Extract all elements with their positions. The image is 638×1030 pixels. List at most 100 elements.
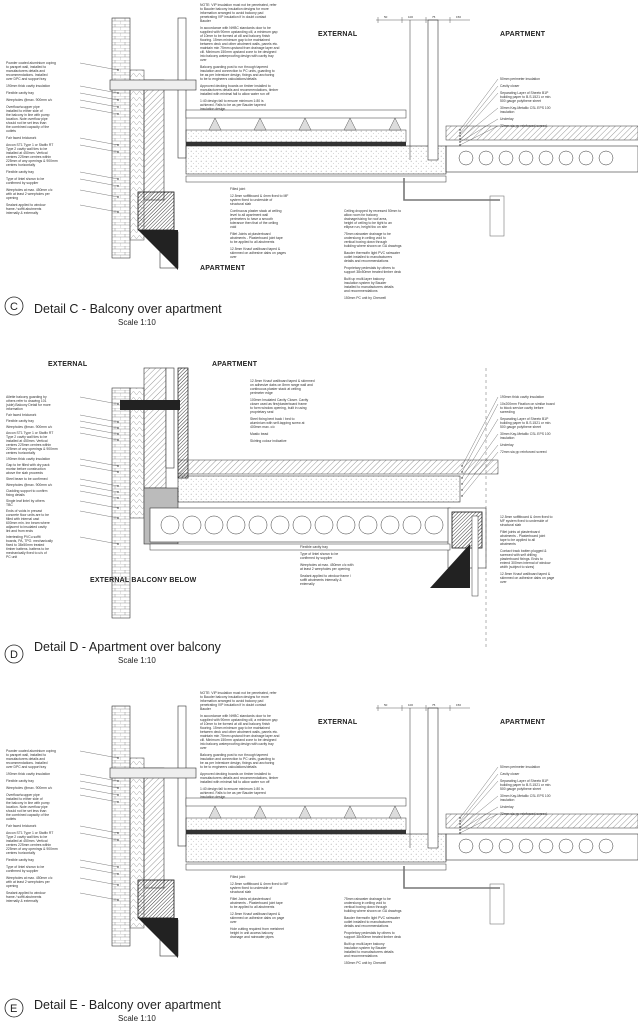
annotation-note: 12.5mm Knauf wallboard taped &skimmed on… [230,912,284,924]
leader-line [459,85,499,134]
leader-dot [117,69,119,71]
annotation-note: 50mm perimeter insulation [500,77,540,81]
hollowcore-void [538,838,554,854]
leader-line [79,178,119,187]
hollowcore-void [578,150,594,166]
pc-slab [185,833,447,863]
leader-line [79,787,119,796]
floor-finish [177,459,499,475]
leader-dot [459,135,461,137]
hollowcore-void [498,838,514,854]
hollowcore-void [598,838,614,854]
detail-marker [4,296,24,316]
leader-line [79,877,119,886]
leader-line [79,99,119,108]
leader-line [459,813,499,834]
leader-dot [117,427,119,429]
detail-scale: Scale 1:10 [118,1014,156,1023]
annotation-note: NOTE: VIP insulation must not be penetra… [200,691,278,711]
leader-line [459,806,499,831]
zone-label-external: EXTERNAL [318,31,358,38]
annotation-note: Steel beam to be confirmed [6,477,48,481]
leader-line [79,464,119,473]
leader-dot [117,439,119,441]
zone-label-balcony-below: EXTERNAL BALCONY BELOW [90,577,197,584]
leader-line [459,795,499,828]
hollowcore-unit [445,145,638,173]
annotation-note: 150mm PC unit by Cherwell [344,961,386,965]
deck-pedestal [388,117,402,131]
dimension-value: 50 [384,15,388,19]
deck-pedestal [253,117,267,131]
leader-dot [461,477,463,479]
leader-dot [459,832,461,834]
annotation-note: In accordance with NHBC standards door t… [200,714,279,750]
door-frame [427,707,439,849]
dimension-value: 150 [456,703,461,707]
leader-dot [117,485,119,487]
annotation-note: Flexible cavity tray [6,170,34,174]
leader-dot [459,820,461,822]
leader-dot [117,839,119,841]
leader-dot [461,495,463,497]
annotation-note: NOTE: VIP insulation must not be penetra… [200,3,278,23]
deck-pedestal [343,117,357,131]
leader-dot [117,144,119,146]
leader-line [79,85,119,94]
zone-label-external: EXTERNAL [48,361,88,368]
door-frame [427,19,439,161]
annotation-note: Balcony guarding post to run through tap… [200,65,275,81]
annotation-note: Cavity closer [500,84,520,88]
leader-line [459,766,499,819]
leader-line [79,106,119,115]
zone-label-external: EXTERNAL [318,719,358,726]
leader-line [79,171,119,180]
steel-lintel [137,879,175,919]
dimension-value: 150 [456,15,461,19]
deck-pedestal [298,805,312,819]
hollowcore-void [314,515,334,535]
rainwater-pipe [403,178,500,201]
leader-line [461,451,499,497]
downpipe-boxing [489,195,505,237]
detail-marker [4,644,24,664]
annotation-note: 12.5mm Knauf wallboard taped &skimmed on… [500,572,554,584]
parapet-coping [109,79,197,91]
hollowcore-void [478,150,494,166]
leader-line [459,107,499,140]
leader-dot [117,787,119,789]
annotation-note: Fair faced brickwork [6,136,37,140]
annotation-note: Sealant applied to window frame /soffit … [300,574,351,586]
hollowcore-void [458,150,474,166]
hollowcore-void [182,515,202,535]
timber-decking [185,109,407,119]
detail-letter: C [10,301,18,313]
hollowcore-void [226,515,246,535]
waterproofing-membrane [186,142,406,146]
tapered-insulation [185,129,407,143]
leader-line [79,414,119,423]
annotation-note: 150mm PC unit by Cherwell [344,296,386,300]
leader-dot [117,92,119,94]
hollowcore-void [558,150,574,166]
leader-line [79,750,119,759]
leader-line [461,418,499,479]
leader-line [79,204,119,213]
